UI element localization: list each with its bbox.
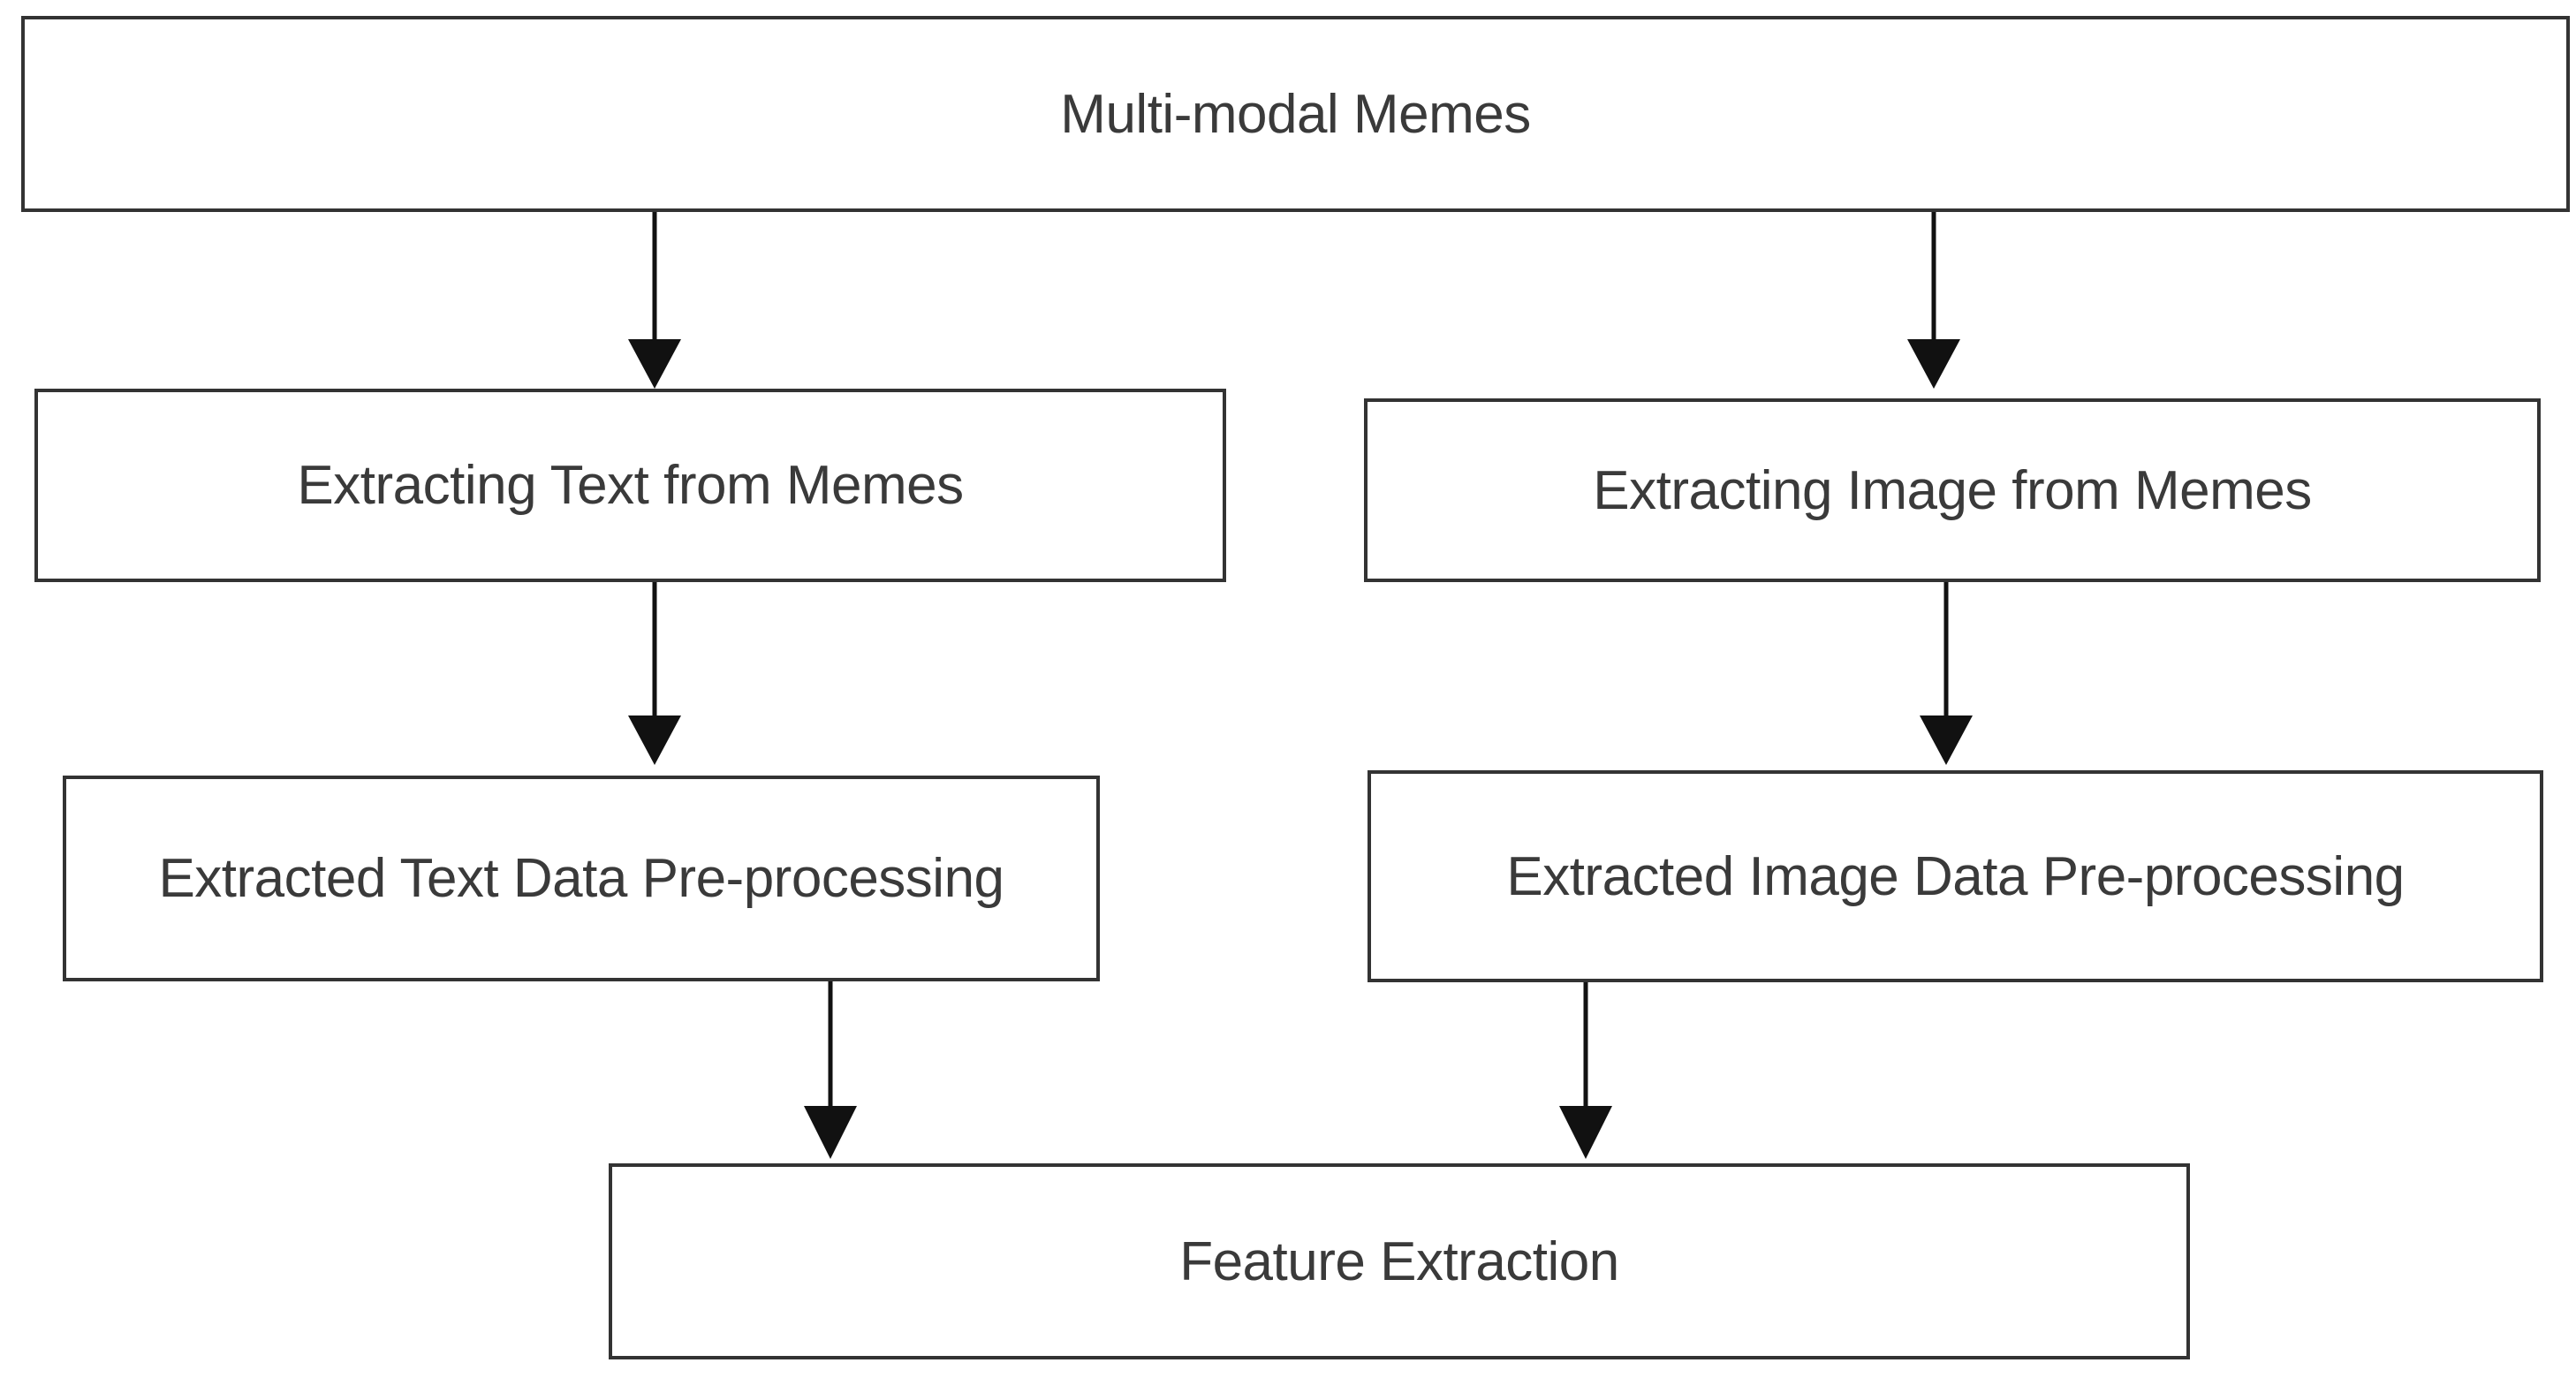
multimodal-memes-label: Multi-modal Memes <box>1060 83 1531 145</box>
arrow-text-to-preprocessing <box>628 582 681 765</box>
text-preprocessing-label: Extracted Text Data Pre-processing <box>158 848 1004 909</box>
feature-extraction-node: Feature Extraction <box>609 1163 2190 1359</box>
arrow-memes-to-text <box>628 212 681 389</box>
image-preprocessing-node: Extracted Image Data Pre-processing <box>1368 770 2543 982</box>
feature-extraction-label: Feature Extraction <box>1179 1230 1619 1292</box>
arrow-text-preprocessing-to-feature <box>804 981 857 1159</box>
extracting-image-label: Extracting Image from Memes <box>1593 459 2312 521</box>
image-preprocessing-label: Extracted Image Data Pre-processing <box>1506 845 2405 907</box>
text-preprocessing-node: Extracted Text Data Pre-processing <box>63 776 1100 981</box>
extracting-image-node: Extracting Image from Memes <box>1364 398 2541 582</box>
extracting-text-node: Extracting Text from Memes <box>34 389 1226 582</box>
arrow-memes-to-image <box>1907 212 1960 389</box>
multimodal-memes-node: Multi-modal Memes <box>21 16 2570 212</box>
arrow-image-to-preprocessing <box>1920 582 1973 765</box>
extracting-text-label: Extracting Text from Memes <box>297 455 964 516</box>
arrow-image-preprocessing-to-feature <box>1559 981 1612 1159</box>
